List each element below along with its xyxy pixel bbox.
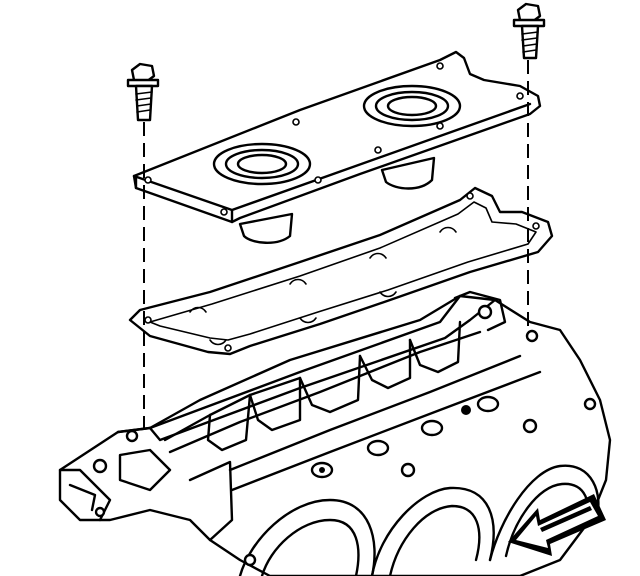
engine-block [58,290,612,576]
bolt-right [512,2,546,60]
gasket [128,186,554,356]
bolt-left [126,62,160,122]
direction-arrow-icon [508,494,606,556]
alignment-lines [143,60,529,432]
